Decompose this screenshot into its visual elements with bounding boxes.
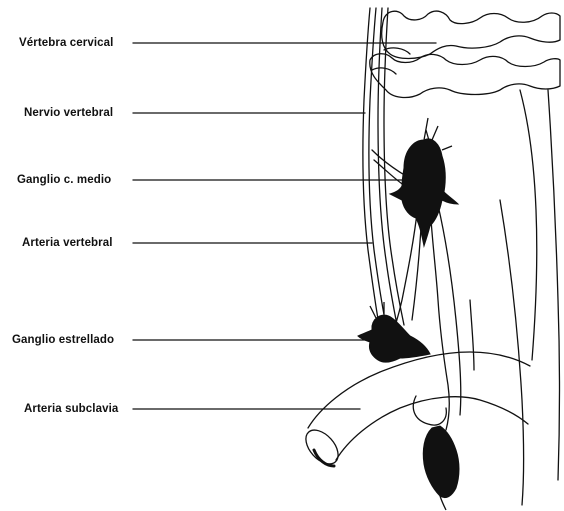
stellate-ganglion [358, 315, 430, 362]
cervical-vertebra-lower [370, 54, 560, 98]
ansa-subclavia [413, 396, 446, 425]
cervical-vertebra-upper [382, 11, 560, 58]
vertebral-nerve-line-1 [363, 8, 380, 330]
sympathetic-chain-3 [438, 205, 461, 415]
middle-cervical-ganglion [390, 139, 458, 246]
vertebral-column-contour [520, 90, 537, 360]
lower-ganglion [423, 426, 459, 498]
subclavian-artery-upper [308, 352, 530, 428]
sympathetic-chain-2 [430, 205, 449, 430]
